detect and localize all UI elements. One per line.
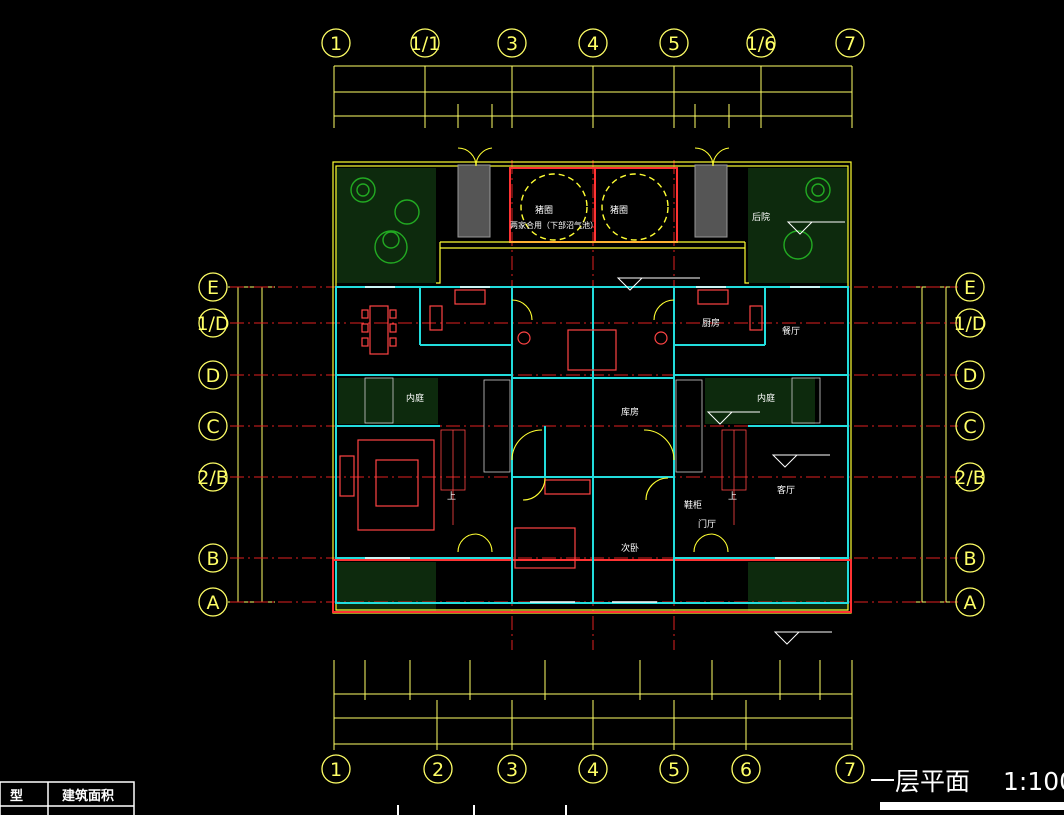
level-markers (616, 221, 845, 645)
stair-up-left: 上 (447, 491, 456, 502)
grid-label-right-a: A (964, 592, 977, 614)
room-label-pig-pen-1: 猪圈 (535, 204, 553, 216)
grid-bubbles-top: 1 1/1 3 4 5 1/6 7 (321, 28, 865, 58)
area-table: 型 建筑面积 (0, 781, 135, 815)
walls (332, 286, 852, 613)
grid-label-top-6: 1/6 (746, 33, 777, 55)
grid-label-left-d: D (206, 365, 221, 387)
grid-bubbles-left: E 1/D D C 2/B B A (196, 272, 230, 617)
room-labels: 猪圈 猪圈 两家合用（下部沼气池） 后院 厨房 餐厅 内庭 内庭 库房 客厅 次… (406, 204, 800, 554)
grid-label-left-1d: 1/D (196, 313, 229, 335)
grid-label-left-c: C (206, 416, 219, 438)
bottom-dimension-lines (333, 660, 853, 750)
drawing-title-text: 一层平面 (870, 767, 970, 796)
pig-pens (436, 164, 749, 284)
grid-label-top-3: 3 (506, 33, 518, 55)
room-label-shoe-cabinet: 鞋柜 (684, 499, 702, 511)
stairs (364, 377, 821, 525)
room-label-foyer: 门厅 (698, 518, 716, 530)
grid-label-left-e: E (207, 277, 219, 299)
drawing-scale: 1:100 (1003, 767, 1064, 796)
table-header-type: 型 (10, 788, 23, 804)
grid-label-top-2: 1/1 (410, 33, 441, 55)
grid-bubbles-bottom: 1 2 3 4 5 6 7 (321, 754, 865, 784)
grid-label-bottom-7: 7 (844, 759, 856, 781)
grid-label-left-a: A (207, 592, 220, 614)
grid-label-bottom-3: 3 (506, 759, 518, 781)
table-header-area: 建筑面积 (62, 788, 114, 804)
grid-label-bottom-2: 2 (432, 759, 444, 781)
grid-label-left-b: B (206, 548, 219, 570)
drawing-title: 一层平面 1:100 (870, 767, 1064, 810)
room-label-pig-note: 两家合用（下部沼气池） (510, 220, 598, 230)
furniture (339, 289, 763, 569)
room-label-backyard: 后院 (752, 211, 770, 223)
grid-label-left-2b: 2/B (197, 467, 229, 489)
grid-label-right-b: B (963, 548, 976, 570)
room-label-courtyard-right: 内庭 (757, 392, 775, 404)
grid-label-bottom-6: 6 (740, 759, 752, 781)
room-label-living: 客厅 (777, 484, 795, 496)
room-label-courtyard-left: 内庭 (406, 392, 424, 404)
top-dimension-lines (333, 65, 853, 128)
stair-up-right: 上 (728, 491, 737, 502)
grid-label-top-7: 7 (844, 33, 856, 55)
room-label-dining: 餐厅 (782, 325, 800, 337)
grid-label-bottom-1: 1 (330, 759, 342, 781)
grid-label-bottom-5: 5 (668, 759, 680, 781)
windows (365, 286, 820, 603)
room-label-storeroom: 库房 (621, 406, 639, 418)
yard-fills (336, 168, 848, 612)
room-label-pig-pen-2: 猪圈 (610, 204, 628, 216)
grid-label-right-1d: 1/D (953, 313, 986, 335)
scale-ticks (397, 805, 567, 815)
doors (457, 147, 730, 553)
tree-symbols (350, 177, 831, 264)
room-label-secondary-bedroom: 次卧 (621, 542, 639, 554)
grid-label-right-d: D (963, 365, 978, 387)
grid-label-right-2b: 2/B (954, 467, 986, 489)
grid-bubbles-right: E 1/D D C 2/B B A (953, 272, 987, 617)
grid-label-bottom-4: 4 (587, 759, 599, 781)
grid-label-right-e: E (964, 277, 976, 299)
room-label-kitchen: 厨房 (702, 317, 720, 329)
grid-label-top-5: 5 (668, 33, 680, 55)
grid-label-right-c: C (963, 416, 976, 438)
grid-label-top-1: 1 (330, 33, 342, 55)
grid-label-top-4: 4 (587, 33, 599, 55)
